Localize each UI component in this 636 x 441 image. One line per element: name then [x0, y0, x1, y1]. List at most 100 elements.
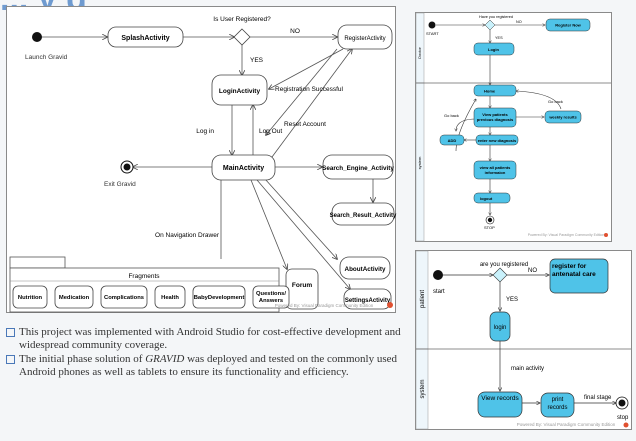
login-activity-label: LoginActivity: [219, 88, 261, 95]
fragment-node: [154, 285, 186, 309]
log-out-label: Log Out: [259, 128, 282, 135]
register-activity-node: [337, 24, 393, 50]
tr-go-back-1: Go back: [548, 99, 563, 104]
br-login-label: login: [494, 325, 507, 331]
bullet-item: This project was implemented with Androi…: [6, 326, 401, 352]
br-question: are you registered: [480, 262, 528, 268]
tr-login-label: Login: [488, 47, 499, 52]
tr-logout-node: [473, 192, 511, 204]
tr-home-label: Home: [484, 89, 496, 94]
register-activity-label: RegisterActivity: [344, 36, 385, 42]
br-yes: YES: [506, 297, 518, 303]
tr-home-node: [473, 84, 517, 97]
lane-system: system: [417, 156, 422, 169]
fragment-label: Questions/: [256, 291, 286, 297]
fragment-label: Answers: [259, 298, 283, 304]
fragment-label: Complications: [104, 295, 144, 301]
log-in-label: Log in: [196, 128, 214, 135]
fragment-node: [54, 285, 94, 309]
settings-activity-node: [343, 288, 392, 310]
tr-view-patients-node: [473, 107, 517, 128]
app-flow-svg: Launch Gravid SplashActivity Is User Reg…: [9, 16, 397, 313]
tr-enter-diagnosis-label: enter new diagnosis: [478, 138, 517, 143]
br-no: NO: [528, 268, 537, 274]
search-result-activity-node: [331, 202, 395, 226]
tr-weekly-results-label: weekly results: [548, 115, 577, 120]
is-registered-label: Is User Registered?: [213, 16, 271, 23]
tr-register-now-node: [545, 18, 591, 32]
tr-weekly-results-node: [544, 110, 582, 124]
fragment-label: Medication: [59, 295, 90, 301]
tr-go-back-2: Go back: [444, 113, 459, 118]
no-label: NO: [290, 28, 300, 35]
fragment-node: [12, 285, 48, 309]
br-start-label: start: [433, 289, 445, 295]
tr-register-now-label: Register Now: [555, 23, 581, 28]
checkbox-bullet-icon: [6, 355, 15, 364]
tr-yes: YES: [495, 36, 503, 40]
br-register-label: register for antenatal care: [552, 263, 596, 278]
br-decision-icon: [492, 267, 508, 283]
about-activity-node: [339, 256, 391, 280]
bullet-item: The initial phase solution of GRAVID was…: [6, 353, 401, 379]
br-watermark: Powered By: Visual Paradigm Community Ed…: [517, 422, 616, 427]
fragment-label: Nutrition: [18, 295, 43, 301]
fragment-label: BabyDevelopment: [194, 295, 245, 301]
settings-activity-label: SettingsActivity: [345, 298, 391, 304]
tr-add-node: [439, 134, 465, 146]
br-final-stage-label: final stage: [584, 395, 612, 401]
search-engine-activity-label: Search_Engine_Activity: [322, 165, 394, 172]
br-stop-label: stop: [617, 415, 629, 421]
bullet-list: This project was implemented with Androi…: [6, 326, 401, 380]
tr-logout-label: logout: [480, 196, 493, 201]
tr-enter-diagnosis-node: [475, 134, 519, 146]
tr-stop-label: STOP: [484, 225, 495, 230]
tr-decision-icon: [484, 19, 496, 31]
splash-activity-node: [107, 26, 184, 48]
fragments-tab: [9, 256, 66, 269]
tr-question: Have you registered: [479, 15, 513, 19]
login-activity-node: [211, 74, 268, 106]
fragment-node: [100, 285, 148, 309]
br-login-node: [489, 311, 511, 342]
br-print-records-node: [540, 392, 575, 418]
splash-activity-label: SplashActivity: [121, 35, 169, 42]
main-activity-node: [211, 154, 276, 181]
tr-view-all-node: [473, 160, 517, 180]
tr-start-label: START: [426, 31, 439, 36]
app-flow-diagram: Launch Gravid SplashActivity Is User Reg…: [6, 6, 397, 313]
navigation-drawer-label: On Navigation Drawer: [155, 232, 220, 239]
tr-add-label: ADD: [448, 138, 457, 143]
main-activity-label: MainActivity: [223, 165, 264, 172]
br-print-records-label: print records: [547, 397, 568, 411]
br-view-records-node: [477, 391, 523, 418]
search-result-activity-label: Search_Result_Activity: [330, 213, 397, 219]
search-engine-activity-node: [322, 154, 394, 180]
decision-diamond-icon: [233, 28, 251, 46]
reset-account-label: Reset Account: [284, 121, 326, 128]
br-start-icon: [433, 270, 443, 280]
tr-no: NO: [516, 20, 522, 24]
tr-view-patients-label: View patients previous diagnosis: [476, 112, 514, 122]
patient-activity-diagram: patient system start are you registered …: [415, 250, 632, 430]
exit-label: Exit Gravid: [104, 181, 136, 188]
main-watermark: Powered By: Visual Paradigm Community Ed…: [275, 303, 374, 308]
tr-view-all-label: view all patients informaion: [479, 165, 511, 175]
doctor-activity-svg: Doctor system START Have you registered …: [415, 12, 611, 242]
fragment-node: [252, 285, 290, 309]
tr-login-node: [473, 42, 515, 56]
tr-watermark: Powered By: Visual Paradigm Community Ed…: [528, 233, 605, 237]
lane-doctor: Doctor: [417, 46, 422, 58]
br-register-node: [549, 258, 609, 294]
br-view-records-label: View records: [481, 395, 519, 402]
br-main-activity-label: main activity: [511, 366, 544, 372]
fragment-node: [192, 285, 246, 309]
doctor-activity-diagram: Doctor system START Have you registered …: [415, 12, 612, 242]
launch-label: Launch Gravid: [25, 54, 68, 61]
fragment-label: Health: [161, 295, 179, 301]
about-activity-label: AboutActivity: [345, 266, 386, 273]
yes-label: YES: [250, 57, 264, 64]
fragments-title: Fragments: [128, 273, 160, 280]
lane-system-2: system: [420, 379, 426, 398]
registration-successful-label: Registration Successful: [275, 86, 343, 93]
